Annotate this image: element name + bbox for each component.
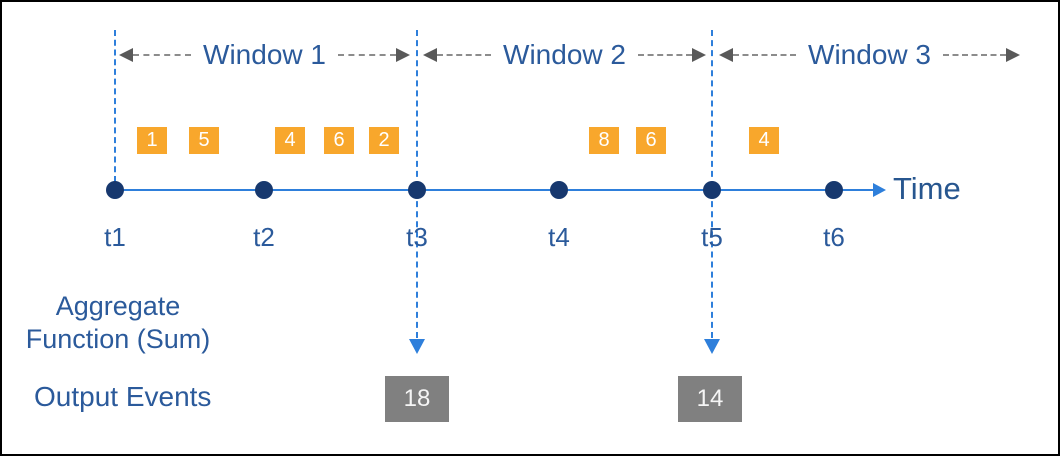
event-box: 2	[369, 127, 399, 154]
window-2-label: Window 2	[503, 39, 626, 70]
dashed-segment	[133, 54, 192, 56]
right-arrowhead-icon	[1006, 48, 1020, 62]
timeline-dot-t2	[255, 181, 273, 199]
output-down-arrow-icon	[409, 339, 425, 354]
window-1-span: Window 1	[119, 39, 410, 70]
event-box: 8	[589, 127, 619, 154]
dashed-segment	[637, 54, 692, 56]
dashed-segment	[437, 54, 492, 56]
output-event-box: 18	[385, 376, 449, 422]
time-axis-arrowhead-icon	[873, 183, 886, 197]
right-arrowhead-icon	[396, 48, 410, 62]
aggregate-function-label-line1: Aggregate	[55, 291, 181, 321]
tick-label-t5: t5	[701, 222, 723, 252]
tick-label-t6: t6	[823, 222, 845, 252]
dashed-segment	[942, 54, 1006, 56]
output-events-label: Output Events	[34, 381, 212, 412]
output-down-arrow-icon	[704, 339, 720, 354]
dashed-segment	[733, 54, 797, 56]
left-arrowhead-icon	[119, 48, 133, 62]
window-2-span: Window 2	[423, 39, 706, 70]
aggregate-function-label-line2: Function (Sum)	[25, 324, 211, 354]
tick-label-t4: t4	[548, 222, 570, 252]
event-box: 6	[324, 127, 354, 154]
timeline-dot-t3	[408, 181, 426, 199]
timeline-dot-t6	[825, 181, 843, 199]
timeline-dot-t5	[703, 181, 721, 199]
time-axis-label: Time	[893, 171, 961, 206]
output-event-box: 14	[678, 376, 742, 422]
event-box: 5	[189, 127, 219, 154]
timeline-dot-t1	[106, 181, 124, 199]
event-box: 4	[275, 127, 305, 154]
event-box: 1	[137, 127, 167, 154]
tick-label-t2: t2	[253, 222, 275, 252]
event-box: 4	[749, 127, 779, 154]
left-arrowhead-icon	[719, 48, 733, 62]
window-3-span: Window 3	[719, 39, 1020, 70]
window-1-label: Window 1	[203, 39, 326, 70]
window-boundary-line-t1	[114, 30, 116, 182]
tick-label-t1: t1	[104, 222, 126, 252]
window-3-label: Window 3	[808, 39, 931, 70]
timeline-dot-t4	[550, 181, 568, 199]
tick-label-t3: t3	[406, 222, 428, 252]
event-box: 6	[636, 127, 666, 154]
time-axis-line	[115, 189, 875, 191]
dashed-segment	[337, 54, 396, 56]
right-arrowhead-icon	[692, 48, 706, 62]
left-arrowhead-icon	[423, 48, 437, 62]
aggregate-function-label: Aggregate Function (Sum)	[12, 290, 224, 356]
